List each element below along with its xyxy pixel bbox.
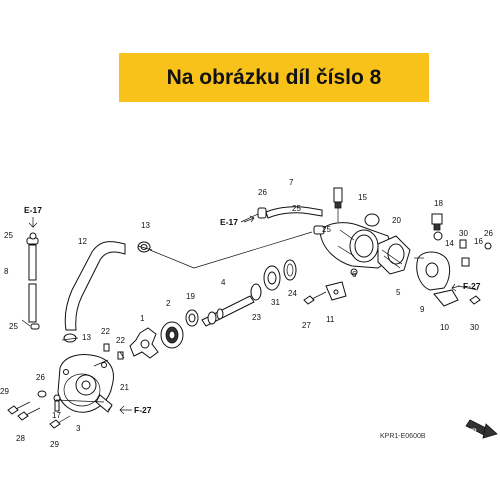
part-number-banner: Na obrázku díl číslo 8 [119, 53, 429, 102]
callout-8: 8 [4, 267, 9, 276]
reference-f27-bottom: F-27 [119, 405, 152, 415]
callout-31: 31 [271, 298, 280, 307]
callout-15: 15 [358, 193, 367, 202]
part-6-thermostat-housing[interactable] [313, 222, 391, 276]
callout-4: 4 [221, 278, 226, 287]
reference-e17-left: E-17 [24, 205, 42, 228]
part-1-impeller[interactable] [129, 327, 159, 359]
part-20-o-ring[interactable] [364, 213, 380, 227]
callout-25: 25 [4, 231, 13, 240]
part-25-clip-left[interactable] [29, 232, 40, 330]
callout-11: 11 [326, 315, 335, 324]
callout-25: 25 [322, 225, 331, 234]
callout-12: 12 [78, 237, 87, 246]
part-7-hose[interactable] [265, 206, 323, 219]
callout-27: 27 [302, 321, 311, 330]
callout-6: 6 [352, 270, 357, 279]
leader-lines [21, 213, 479, 411]
callout-22: 22 [116, 336, 125, 345]
callout-29: 29 [0, 387, 9, 396]
part-17-bolt[interactable] [53, 394, 61, 412]
part-30-bolt-lower[interactable] [469, 295, 481, 305]
callout-9: 9 [420, 305, 425, 314]
callout-26: 26 [36, 373, 45, 382]
callout-7: 7 [289, 178, 294, 187]
callout-2: 2 [166, 299, 171, 308]
part-29-bolt-left[interactable] [7, 401, 31, 415]
part-13-clamp-upper[interactable] [137, 241, 151, 253]
callout-3: 3 [76, 424, 81, 433]
callout-22: 22 [101, 327, 110, 336]
callout-10: 10 [440, 323, 449, 332]
part-5-thermostat[interactable] [377, 235, 411, 275]
callout-5: 5 [396, 288, 401, 297]
reference-f27-right: F-27 [451, 281, 481, 292]
part-26-washer[interactable] [37, 390, 47, 398]
callout-23: 23 [252, 313, 261, 322]
callout-17: 17 [52, 411, 61, 420]
callout-21: 21 [120, 383, 129, 392]
callout-13: 13 [82, 333, 91, 342]
callout-16: 16 [474, 237, 483, 246]
part-28-bolt[interactable] [17, 407, 41, 421]
part-27-bolt[interactable] [303, 291, 327, 305]
part-29-bolt-lower[interactable] [49, 415, 71, 429]
callout-18: 18 [434, 199, 443, 208]
callout-30: 30 [459, 229, 468, 238]
callout-26: 26 [258, 188, 267, 197]
part-22-dowel-pins[interactable] [103, 343, 124, 360]
callout-25: 25 [9, 322, 18, 331]
part-10-bracket[interactable] [433, 289, 459, 307]
banner-text: Na obrázku díl číslo 8 [166, 65, 382, 89]
part-23-gear[interactable] [250, 283, 262, 301]
front-label: FR. [468, 428, 479, 435]
callout-30: 30 [470, 323, 479, 332]
callout-25: 25 [292, 204, 301, 213]
svg-text:F-27: F-27 [134, 405, 152, 415]
part-24-ring[interactable] [283, 259, 297, 281]
callout-14: 14 [445, 239, 454, 248]
part-15-temperature-sensor[interactable] [333, 187, 343, 222]
callout-1: 1 [140, 314, 145, 323]
part-30-bolt-upper[interactable] [461, 257, 470, 267]
callout-19: 19 [186, 292, 195, 301]
front-direction-arrow: FR. [465, 419, 498, 439]
part-4-pump-shaft[interactable] [201, 295, 255, 327]
callout-13: 13 [141, 221, 150, 230]
callout-26: 26 [484, 229, 493, 238]
part-18-sensor[interactable] [431, 213, 443, 231]
part-19-bearing[interactable] [185, 309, 199, 327]
part-9-thermostat-cover[interactable] [416, 251, 451, 291]
diagram-code: KPR1-E0600B [380, 433, 426, 440]
reference-e17-top: E-17 [220, 215, 255, 227]
callout-20: 20 [392, 216, 401, 225]
part-31-gear[interactable] [263, 265, 281, 291]
part-14-clamp[interactable] [433, 231, 443, 241]
part-3-gasket[interactable] [63, 373, 101, 407]
part-13-clamp-lower[interactable] [63, 333, 77, 343]
svg-text:F-27: F-27 [463, 281, 481, 291]
svg-text:E-17: E-17 [24, 205, 42, 215]
svg-text:E-17: E-17 [220, 217, 238, 227]
part-25-clip-top[interactable] [257, 207, 267, 219]
part-8-hose[interactable] [26, 237, 39, 323]
callout-24: 24 [288, 289, 297, 298]
callout-29: 29 [50, 440, 59, 449]
part-2-mechanical-seal[interactable] [160, 321, 184, 349]
callout-28: 28 [16, 434, 25, 443]
part-11-bracket[interactable] [325, 281, 347, 301]
part-16-bolt[interactable] [459, 239, 467, 249]
part-26-washer-right[interactable] [484, 242, 492, 250]
part-12-hose[interactable] [64, 241, 126, 331]
